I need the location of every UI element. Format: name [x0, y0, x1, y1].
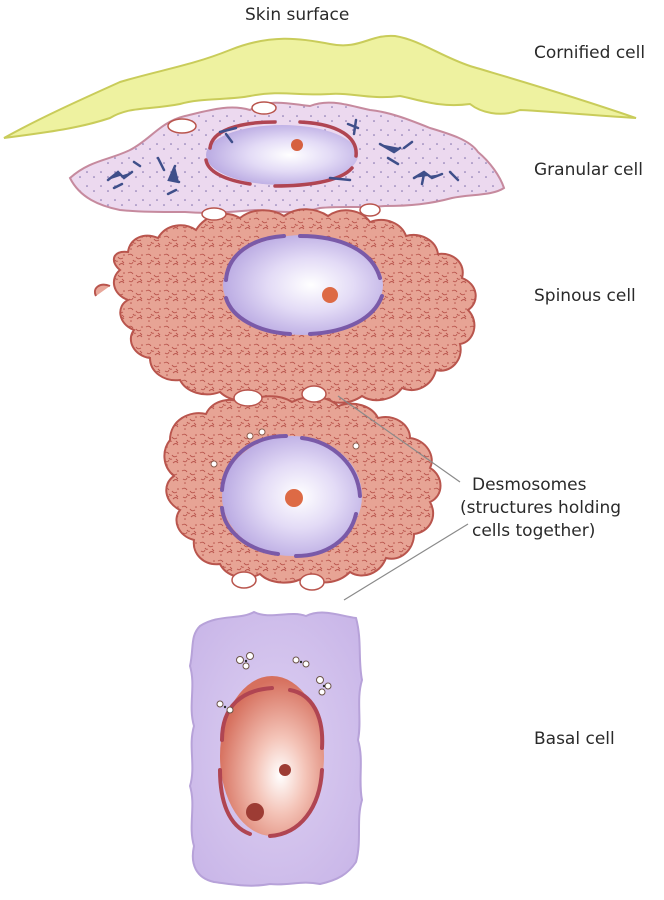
label-basal-cell: Basal cell — [534, 729, 615, 749]
label-spinous-cell: Spinous cell — [534, 286, 636, 306]
spinous-nucleolus — [322, 287, 338, 303]
granular-nucleolus — [291, 139, 303, 151]
granular-nucleus — [206, 125, 358, 185]
label-desmosomes: Desmosomes — [472, 475, 587, 495]
keratohyalin-granules — [106, 118, 460, 196]
label-granular-cell: Granular cell — [534, 160, 643, 180]
label-desmosomes-desc-1: (structures holding — [460, 498, 622, 518]
spinous-nuclear-membrane — [224, 234, 384, 336]
spinous-nucleus — [223, 235, 383, 335]
desmosome-gaps — [167, 101, 381, 591]
label-desmosomes-desc-2: cells together) — [472, 521, 596, 541]
desmosome-leader-upper — [337, 395, 461, 483]
label-skin-surface: Skin surface — [245, 5, 350, 25]
basal-nucleus — [220, 676, 324, 836]
label-cornified-cell: Cornified cell — [534, 43, 646, 63]
basal-nuclear-membrane — [218, 686, 325, 838]
basal-nucleolus — [246, 803, 264, 821]
desmosome-leader-lower — [343, 523, 469, 601]
cornified-cell — [3, 34, 637, 139]
